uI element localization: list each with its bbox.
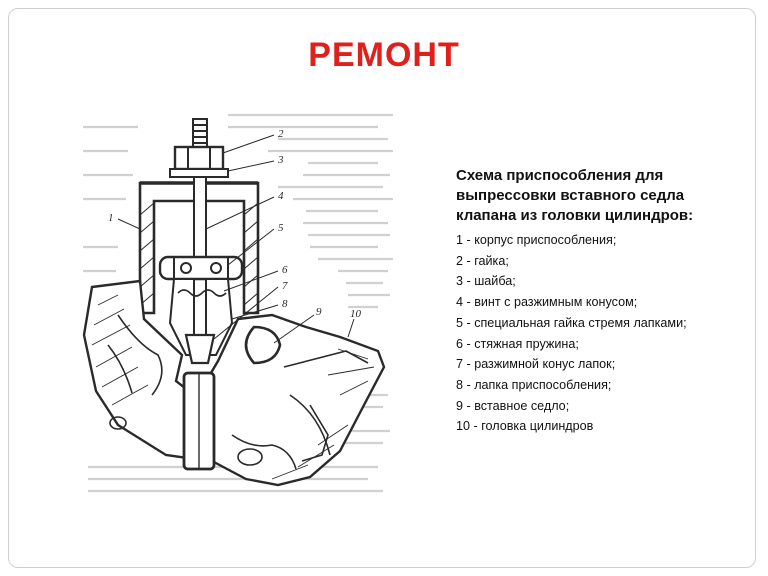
callout-4: 4	[278, 190, 284, 202]
callout-9: 9	[316, 306, 322, 318]
parts-legend: 1 - корпус приспособления; 2 - гайка; 3 …	[456, 230, 756, 437]
callout-1: 1	[108, 212, 114, 224]
legend-item: 9 - вставное седло;	[456, 398, 570, 413]
legend-item: 2 - гайка;	[456, 253, 509, 268]
caption-block: Схема приспособления для выпрессовки вст…	[456, 166, 756, 437]
caption-heading-line: клапана из головки цилиндров:	[456, 207, 694, 224]
legend-item: 8 - лапка приспособления;	[456, 377, 612, 392]
legend-item: 6 - стяжная пружина;	[456, 336, 579, 351]
fixture-drawing: 2 3 4 5 6 7 8 1 9 10	[82, 113, 393, 493]
callout-6: 6	[282, 264, 288, 276]
caption-heading-line: Схема приспособления для	[456, 167, 664, 184]
legend-item: 7 - разжимной конус лапок;	[456, 357, 616, 372]
fixture-outline	[82, 118, 386, 487]
callout-5: 5	[278, 222, 284, 234]
legend-item: 10 - головка цилиндров	[456, 419, 594, 434]
slide-title: РЕМОНТ	[308, 36, 460, 74]
callout-7: 7	[282, 280, 288, 292]
callout-3: 3	[277, 154, 284, 166]
fixture-diagram: 2 3 4 5 6 7 8 1 9 10	[78, 105, 398, 500]
legend-item: 1 - корпус приспособления;	[456, 233, 617, 247]
legend-item: 3 - шайба;	[456, 274, 516, 289]
callout-10: 10	[350, 308, 362, 320]
callout-8: 8	[282, 298, 288, 310]
legend-item: 5 - специальная гайка стремя лапками;	[456, 315, 687, 330]
background-text-lines	[83, 113, 393, 493]
callout-2: 2	[278, 128, 284, 140]
caption-heading: Схема приспособления для выпрессовки вст…	[456, 166, 756, 226]
caption-heading-line: выпрессовки вставного седла	[456, 187, 685, 204]
legend-item: 4 - винт с разжимным конусом;	[456, 295, 638, 310]
